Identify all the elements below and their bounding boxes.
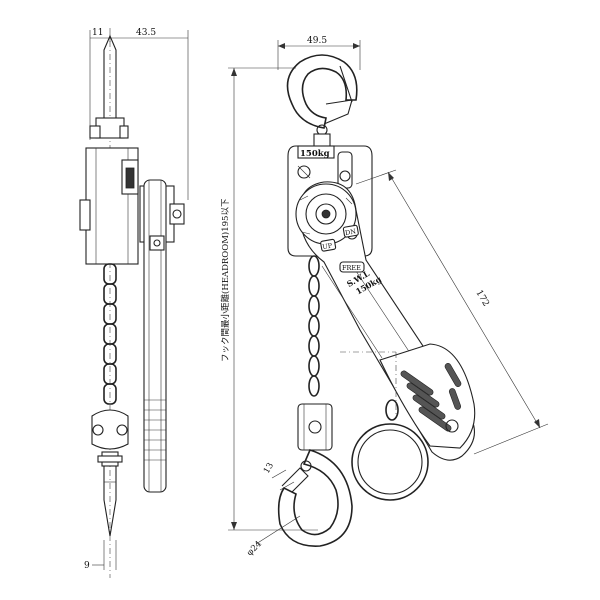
capacity-plate: 150kg	[300, 149, 330, 159]
dim-side-right: 43.5	[136, 28, 156, 38]
dim-hook-throat: φ24	[245, 539, 264, 558]
hand-ring	[340, 351, 429, 501]
top-hook-front	[286, 54, 358, 129]
front-view: 49.5 150kg	[245, 36, 549, 558]
lever-dn: DN	[344, 227, 356, 237]
bottom-hook-side	[103, 465, 117, 537]
dim-side-left: 11	[92, 28, 103, 38]
bottom-block-side	[91, 409, 129, 450]
chain-side	[103, 263, 117, 405]
dim-headroom: フック間最小距離(HEADROOM)195以下	[220, 198, 231, 362]
dim-hook-opening: 13	[262, 461, 276, 475]
bottom-block-front	[297, 403, 333, 451]
dim-lever-length: 172	[473, 289, 490, 309]
dim-front-width: 49.5	[307, 36, 327, 46]
lever-free: FREE	[342, 264, 361, 272]
chain-front	[308, 255, 320, 397]
lever-side	[143, 179, 167, 493]
lever-front	[299, 181, 476, 461]
headroom-dimension: フック間最小距離(HEADROOM)195以下	[220, 67, 318, 531]
lever-up: UP	[322, 242, 334, 252]
top-hook-side	[103, 34, 117, 119]
side-view: 11 43.5	[79, 28, 189, 578]
bottom-hook-front	[277, 449, 353, 547]
dim-bottom-offset: 9	[84, 561, 90, 571]
